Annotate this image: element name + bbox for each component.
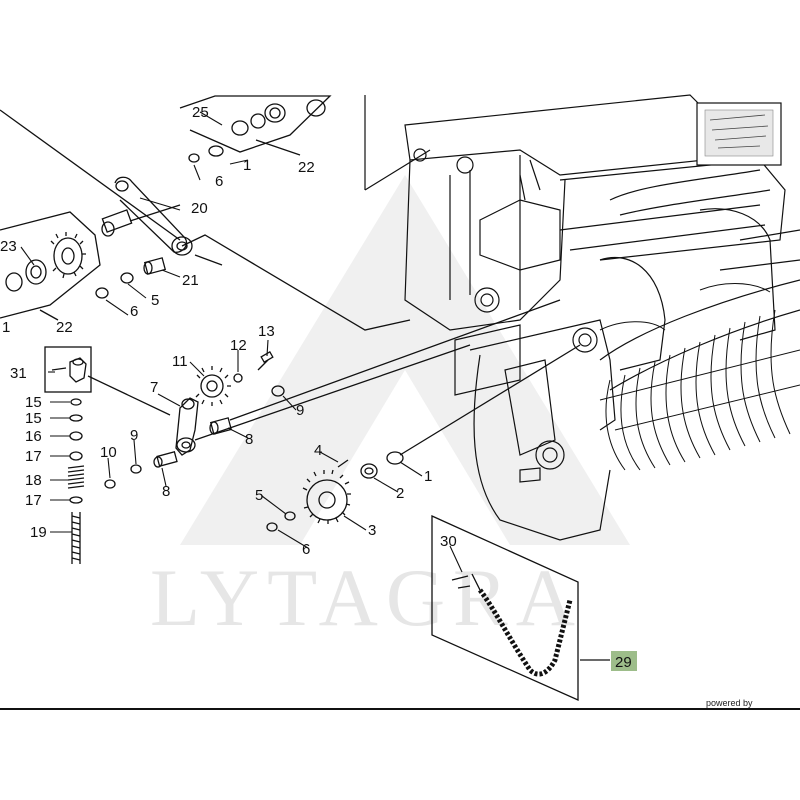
highlight-29[interactable]: 29 bbox=[611, 651, 637, 671]
rotor-tines bbox=[599, 283, 800, 471]
label-16: 16 bbox=[25, 428, 42, 445]
label-5-mid: 5 bbox=[255, 487, 263, 504]
label-13: 13 bbox=[258, 323, 275, 340]
label-7: 7 bbox=[150, 379, 158, 396]
label-1-left: 1 bbox=[2, 319, 10, 336]
label-9-left: 9 bbox=[130, 427, 138, 444]
leader-lines bbox=[20, 111, 463, 573]
label-19: 19 bbox=[30, 524, 47, 541]
machine-frame bbox=[364, 94, 800, 541]
group-22-top bbox=[179, 95, 332, 163]
label-22-top: 22 bbox=[298, 159, 315, 176]
label-11: 11 bbox=[172, 353, 188, 370]
label-12: 12 bbox=[230, 337, 247, 354]
label-18: 18 bbox=[25, 472, 42, 489]
label-15-a: 15 bbox=[25, 394, 42, 411]
arm-20 bbox=[0, 109, 411, 331]
label-6-top: 6 bbox=[215, 173, 223, 190]
label-9-right: 9 bbox=[296, 402, 304, 419]
label-6-left: 6 bbox=[130, 303, 138, 320]
label-8-right: 8 bbox=[245, 431, 253, 448]
label-3: 3 bbox=[368, 522, 376, 539]
label-8-left: 8 bbox=[162, 483, 170, 500]
label-22-left: 22 bbox=[56, 319, 73, 336]
label-1-top: 1 bbox=[243, 157, 251, 174]
drive-sprocket-3 bbox=[266, 344, 581, 532]
label-4: 4 bbox=[314, 442, 322, 459]
label-29[interactable]: 29 bbox=[615, 654, 632, 671]
footer-rule bbox=[0, 708, 800, 710]
label-20: 20 bbox=[191, 200, 208, 217]
label-30: 30 bbox=[440, 533, 457, 550]
chain-29 bbox=[431, 514, 610, 702]
label-23: 23 bbox=[0, 238, 17, 255]
label-15-b: 15 bbox=[25, 410, 42, 427]
label-5-left: 5 bbox=[151, 292, 159, 309]
label-17-a: 17 bbox=[25, 448, 42, 465]
thumbnail-inset bbox=[696, 102, 782, 166]
tensioner-7 bbox=[104, 299, 561, 489]
label-1-mid: 1 bbox=[424, 468, 432, 485]
powered-by-text: powered by bbox=[706, 698, 753, 708]
label-31: 31 bbox=[10, 365, 27, 382]
label-25: 25 bbox=[192, 104, 209, 121]
label-17-b: 17 bbox=[25, 492, 42, 509]
group-22-left bbox=[0, 211, 101, 321]
watermark: LYTAGRA bbox=[150, 175, 630, 643]
watermark-text: LYTAGRA bbox=[150, 552, 583, 643]
label-10: 10 bbox=[100, 444, 117, 461]
label-2: 2 bbox=[396, 485, 404, 502]
highlight-box bbox=[611, 651, 637, 671]
part-labels: 25 1 6 22 20 21 5 6 22 1 23 31 15 15 16 … bbox=[0, 104, 457, 558]
label-6-mid: 6 bbox=[302, 541, 310, 558]
label-21: 21 bbox=[182, 272, 199, 289]
